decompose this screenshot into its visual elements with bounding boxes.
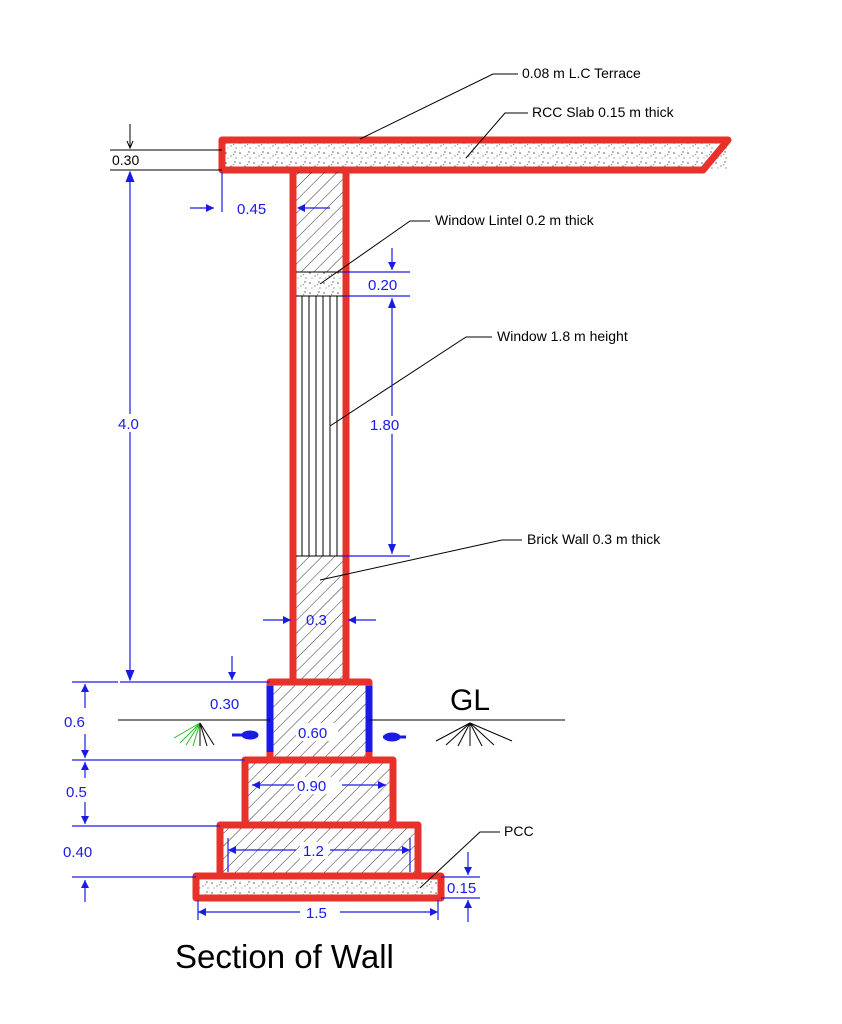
plinth-depth-value: 0.30: [210, 696, 239, 713]
rcc-slab: [218, 136, 732, 174]
lintel-height-value: 0.20: [368, 277, 397, 294]
window-lintel: [296, 271, 343, 297]
pcc-bed: [192, 872, 445, 902]
ground-level-label: GL: [450, 684, 490, 717]
dim-pcc-thickness: 0.15: [441, 852, 480, 922]
plinth-height-value: 0.6: [64, 714, 85, 731]
plinth-width-value: 0.60: [298, 725, 327, 742]
dim-footing-1: 0.5 0.90: [66, 762, 386, 827]
dim-slab-thickness: 0.30: [110, 124, 222, 171]
leader-terrace: 0.08 m L.C Terrace: [359, 65, 641, 140]
lintel-label: Window Lintel 0.2 m thick: [435, 212, 595, 228]
slab-offset-value: 0.45: [237, 201, 266, 218]
pcc-width-value: 1.5: [306, 905, 327, 922]
brick-wall-label: Brick Wall 0.3 m thick: [527, 531, 661, 547]
dim-wall-height: 4.0: [118, 170, 270, 683]
ground-marker-right: [383, 732, 406, 742]
dim-slab-offset: 0.45: [190, 172, 330, 218]
leader-slab: RCC Slab 0.15 m thick: [465, 104, 675, 159]
footing2-height-value: 0.40: [63, 844, 92, 861]
leader-brick-wall: Brick Wall 0.3 m thick: [319, 531, 661, 581]
wall-thickness-value: 0.3: [306, 612, 327, 629]
dim-window: 1.80: [343, 298, 410, 557]
ground-symbol-left: [173, 722, 215, 747]
terrace-label: 0.08 m L.C Terrace: [522, 65, 641, 81]
pcc-label: PCC: [504, 823, 534, 839]
plinth: [266, 678, 373, 764]
dim-footing-2: 0.40 1.2: [63, 838, 411, 878]
footing2-width-value: 1.2: [303, 843, 324, 860]
dim-plinth-depth: 0.30: [210, 656, 239, 713]
dim-lintel: 0.20: [343, 248, 410, 297]
window-label: Window 1.8 m height: [497, 328, 628, 344]
footing1-height-value: 0.5: [66, 784, 87, 801]
slab-label: RCC Slab 0.15 m thick: [532, 104, 675, 120]
ground-marker-left: [232, 730, 259, 740]
dim-pcc-width: 1.5: [81, 880, 439, 922]
leader-pcc: PCC: [419, 823, 534, 889]
brick-wall: [289, 172, 350, 682]
leader-window: Window 1.8 m height: [329, 328, 628, 427]
drawing-title: Section of Wall: [175, 938, 394, 975]
window-height-value: 1.80: [370, 417, 399, 434]
ground-symbol-right: [435, 722, 513, 747]
window: [296, 296, 343, 557]
slab-thickness-value: 0.30: [112, 152, 139, 168]
footing1-width-value: 0.90: [297, 778, 326, 795]
ground-level: GL: [118, 684, 565, 747]
pcc-thickness-value: 0.15: [447, 880, 476, 897]
dim-plinth: 0.6 0.60: [64, 681, 338, 761]
leader-lintel: Window Lintel 0.2 m thick: [319, 212, 595, 285]
wall-height-value: 4.0: [118, 416, 139, 433]
dim-wall-thickness: 0.3: [263, 612, 376, 629]
